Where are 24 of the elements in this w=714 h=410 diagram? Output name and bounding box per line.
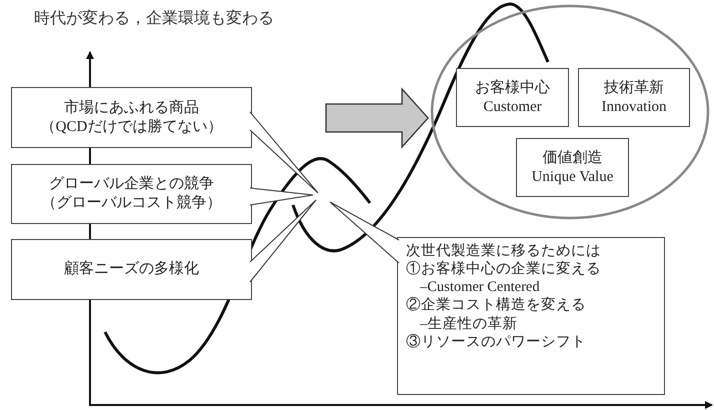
box-text: 技術革新 (604, 78, 664, 98)
box-text: Unique Value (532, 168, 614, 186)
box-text: 価値創造 (542, 148, 602, 168)
text-box (578, 68, 690, 127)
box-text: ①お客様中心の企業に変える (406, 260, 601, 278)
box-text: –Customer Centered (418, 278, 540, 296)
box-text: Innovation (602, 98, 666, 116)
box-text: お客様中心 (475, 78, 550, 98)
text-box (11, 164, 252, 224)
box-text: グローバル企業との競争 (49, 175, 214, 194)
box-text: ③リソースのパワーシフト (406, 332, 586, 351)
box-text: 顧客ニーズの多様化 (64, 260, 199, 279)
text-box (516, 138, 629, 197)
text-box (397, 237, 665, 395)
box-text: （QCDだけでは勝てない） (40, 118, 222, 136)
box-text: ②企業コスト構造を変える (406, 296, 586, 314)
box-text: （グローバルコスト競争） (42, 194, 222, 213)
box-text: 次世代製造業に移るためには (406, 242, 601, 260)
text-box (456, 68, 569, 127)
axis-caption: 時代が変わる，企業環境も変わる (34, 8, 274, 29)
box-text: –生産性の革新 (418, 314, 518, 333)
block-arrow (325, 87, 429, 149)
box-text: Customer (483, 98, 542, 116)
box-text: 市場にあふれる商品 (64, 98, 199, 118)
